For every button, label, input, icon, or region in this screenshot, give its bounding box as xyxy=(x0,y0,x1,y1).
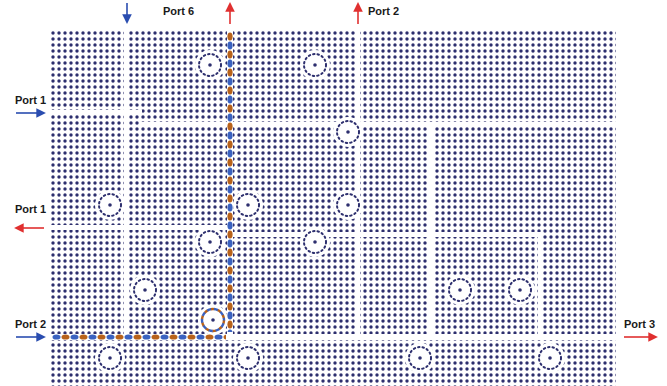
rod-lattice xyxy=(50,30,616,386)
field-pattern xyxy=(52,32,235,342)
port-label: Port 2 xyxy=(15,318,46,331)
port-arrows xyxy=(16,3,656,337)
port-label: Port 1 xyxy=(15,94,46,107)
waveguides xyxy=(50,30,616,340)
ring-resonators xyxy=(95,50,565,373)
port-label: Port 1 xyxy=(15,203,46,216)
port-label: Port 2 xyxy=(368,5,399,18)
port-label: Port 6 xyxy=(163,5,194,18)
port-label: Port 3 xyxy=(624,318,655,331)
